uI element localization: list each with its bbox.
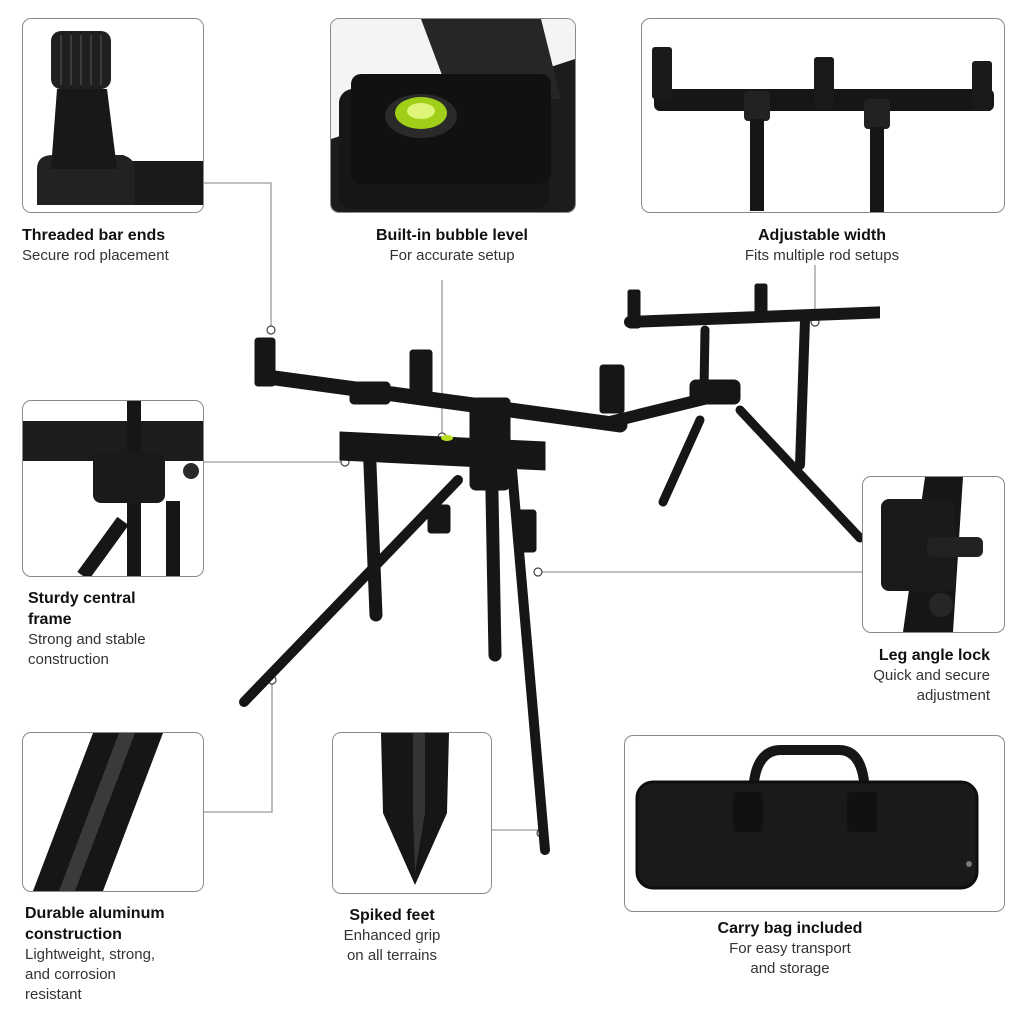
adjustable-width-frame — [641, 18, 1005, 213]
bubble-level-icon — [331, 19, 575, 212]
feature-title: Leg angle lock — [878, 647, 990, 664]
feature-title: construction — [25, 926, 122, 943]
buzz-bar-icon — [652, 47, 994, 212]
feature-desc: adjustment — [916, 687, 990, 704]
threaded-bar-ends-caption: Threaded bar ends Secure rod placement — [22, 225, 169, 266]
central-frame-frame — [22, 400, 204, 577]
feature-title: Spiked feet — [349, 907, 435, 924]
feature-desc: resistant — [25, 986, 82, 1003]
spike-icon — [381, 733, 449, 885]
central-frame-icon — [23, 401, 203, 576]
feature-title: frame — [28, 611, 72, 628]
feature-desc: Enhanced grip — [343, 927, 441, 944]
feature-title: Threaded bar ends — [22, 227, 166, 244]
feature-title: Carry bag included — [717, 920, 863, 937]
feature-desc: Secure rod placement — [22, 247, 169, 264]
threaded-bar-ends-frame — [22, 18, 204, 213]
spiked-feet-caption: Spiked feet Enhanced grip on all terrain… — [332, 905, 452, 966]
feature-title: Adjustable width — [758, 227, 886, 244]
feature-title: Durable aluminum — [25, 905, 165, 922]
feature-desc: and corrosion — [25, 966, 116, 983]
adjustable-width-caption: Adjustable width Fits multiple rod setup… — [641, 225, 1003, 266]
feature-desc: on all terrains — [346, 947, 438, 964]
bubble-level-caption: Built-in bubble level For accurate setup — [330, 225, 574, 266]
feature-desc: construction — [28, 651, 109, 668]
spiked-feet-frame — [332, 732, 492, 894]
feature-desc: Lightweight, strong, — [25, 946, 156, 963]
aluminum-frame — [22, 732, 204, 892]
aluminum-tube-icon — [33, 733, 163, 891]
leg-angle-lock-frame — [862, 476, 1005, 633]
feature-desc: Strong and stable — [28, 631, 146, 648]
feature-title: Sturdy central — [28, 590, 136, 607]
carry-bag-frame — [624, 735, 1005, 912]
feature-desc: and storage — [750, 960, 830, 977]
aluminum-caption: Durable aluminum construction Lightweigh… — [25, 903, 165, 1005]
rod-pod-stand — [239, 283, 880, 855]
bubble-level-frame — [330, 18, 576, 213]
central-frame-caption: Sturdy central frame Strong and stable c… — [28, 588, 146, 670]
feature-desc: Fits multiple rod setups — [744, 247, 900, 264]
feature-desc: For easy transport — [729, 940, 851, 957]
feature-desc: Quick and secure — [873, 667, 990, 684]
carry-bag-caption: Carry bag included For easy transport an… — [690, 918, 890, 979]
leg-lock-icon — [881, 477, 983, 632]
leg-angle-lock-caption: Leg angle lock Quick and secure adjustme… — [820, 645, 990, 706]
carry-bag-icon — [635, 745, 979, 890]
feature-title: Built-in bubble level — [375, 227, 528, 244]
feature-desc: For accurate setup — [389, 247, 515, 264]
bar-end-knob-icon — [37, 31, 203, 205]
